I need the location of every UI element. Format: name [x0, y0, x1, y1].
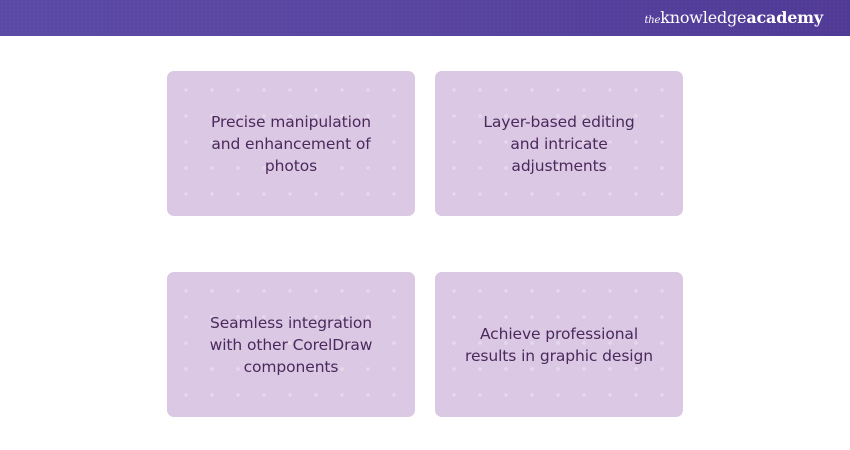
feature-card-layer-editing: Layer-based editing and intricate adjust…: [435, 71, 683, 216]
feature-card-photo-manipulation: Precise manipulation and enhancement of …: [167, 71, 415, 216]
logo-prefix: the: [644, 15, 661, 26]
logo-word-academy: academy: [746, 8, 823, 27]
feature-card-text: Layer-based editing and intricate adjust…: [483, 112, 635, 175]
header-banner: theknowledgeacademy: [0, 0, 850, 36]
feature-card-text: Seamless integration with other CorelDra…: [209, 313, 373, 376]
feature-card-professional-results: Achieve professional results in graphic …: [435, 272, 683, 417]
brand-logo: theknowledgeacademy: [644, 8, 823, 27]
feature-card-coreldraw-integration: Seamless integration with other CorelDra…: [167, 272, 415, 417]
feature-card-text: Precise manipulation and enhancement of …: [211, 112, 371, 175]
logo-word-knowledge: knowledge: [660, 8, 747, 27]
feature-card-text: Achieve professional results in graphic …: [465, 324, 653, 365]
